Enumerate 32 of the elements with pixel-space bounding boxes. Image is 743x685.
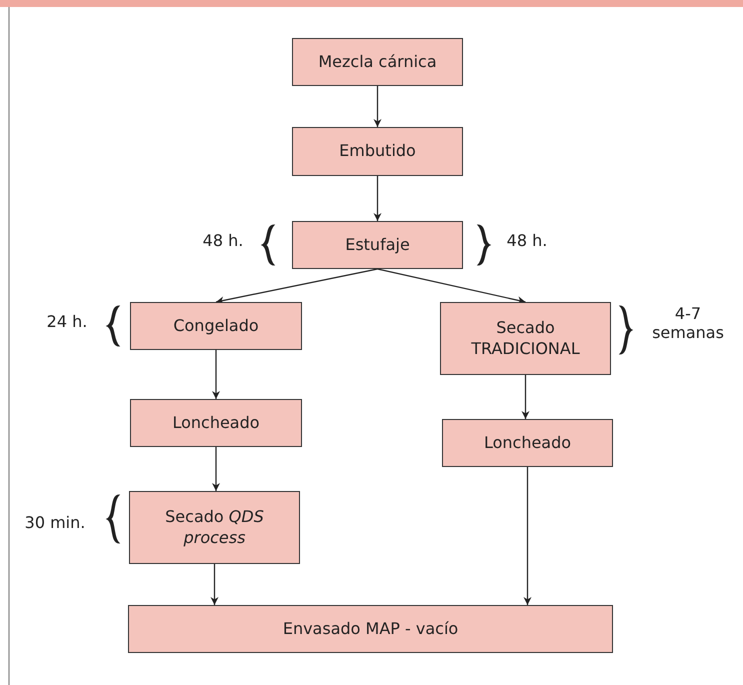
step-label: Embutido: [339, 141, 416, 162]
arrow: [377, 268, 526, 304]
process-box: [129, 491, 300, 564]
duration-label: 48 h.: [202, 231, 244, 250]
duration-label: 30 min.: [24, 513, 86, 532]
process-box: [130, 302, 302, 350]
arrow: [212, 447, 220, 491]
process-box: [440, 302, 611, 375]
arrow: [524, 467, 532, 605]
process-box: [130, 399, 302, 447]
step-label: Secado TRADICIONAL: [470, 318, 581, 360]
process-box: [292, 38, 463, 86]
arrow: [212, 350, 220, 399]
process-box: [128, 605, 613, 653]
step-label: Estufaje: [345, 234, 410, 256]
duration-label: 48 h.: [506, 231, 548, 250]
step-label: Mezcla cárnica: [318, 52, 437, 72]
process-box: [292, 127, 463, 176]
step-label: Loncheado: [484, 432, 572, 454]
step-label: Congelado: [173, 316, 259, 336]
arrow: [210, 564, 218, 605]
step-label: Envasado MAP - vacío: [282, 618, 458, 640]
arrow: [522, 375, 530, 419]
arrow: [374, 86, 382, 127]
process-box: [292, 221, 463, 269]
arrow: [374, 176, 382, 221]
process-box: [442, 419, 613, 467]
arrow: [216, 268, 378, 304]
duration-label: 24 h.: [46, 312, 88, 332]
duration-label: 4-7 semanas: [651, 304, 725, 342]
step-label: Secado QDS process: [164, 506, 265, 548]
step-label: Loncheado: [172, 412, 260, 434]
